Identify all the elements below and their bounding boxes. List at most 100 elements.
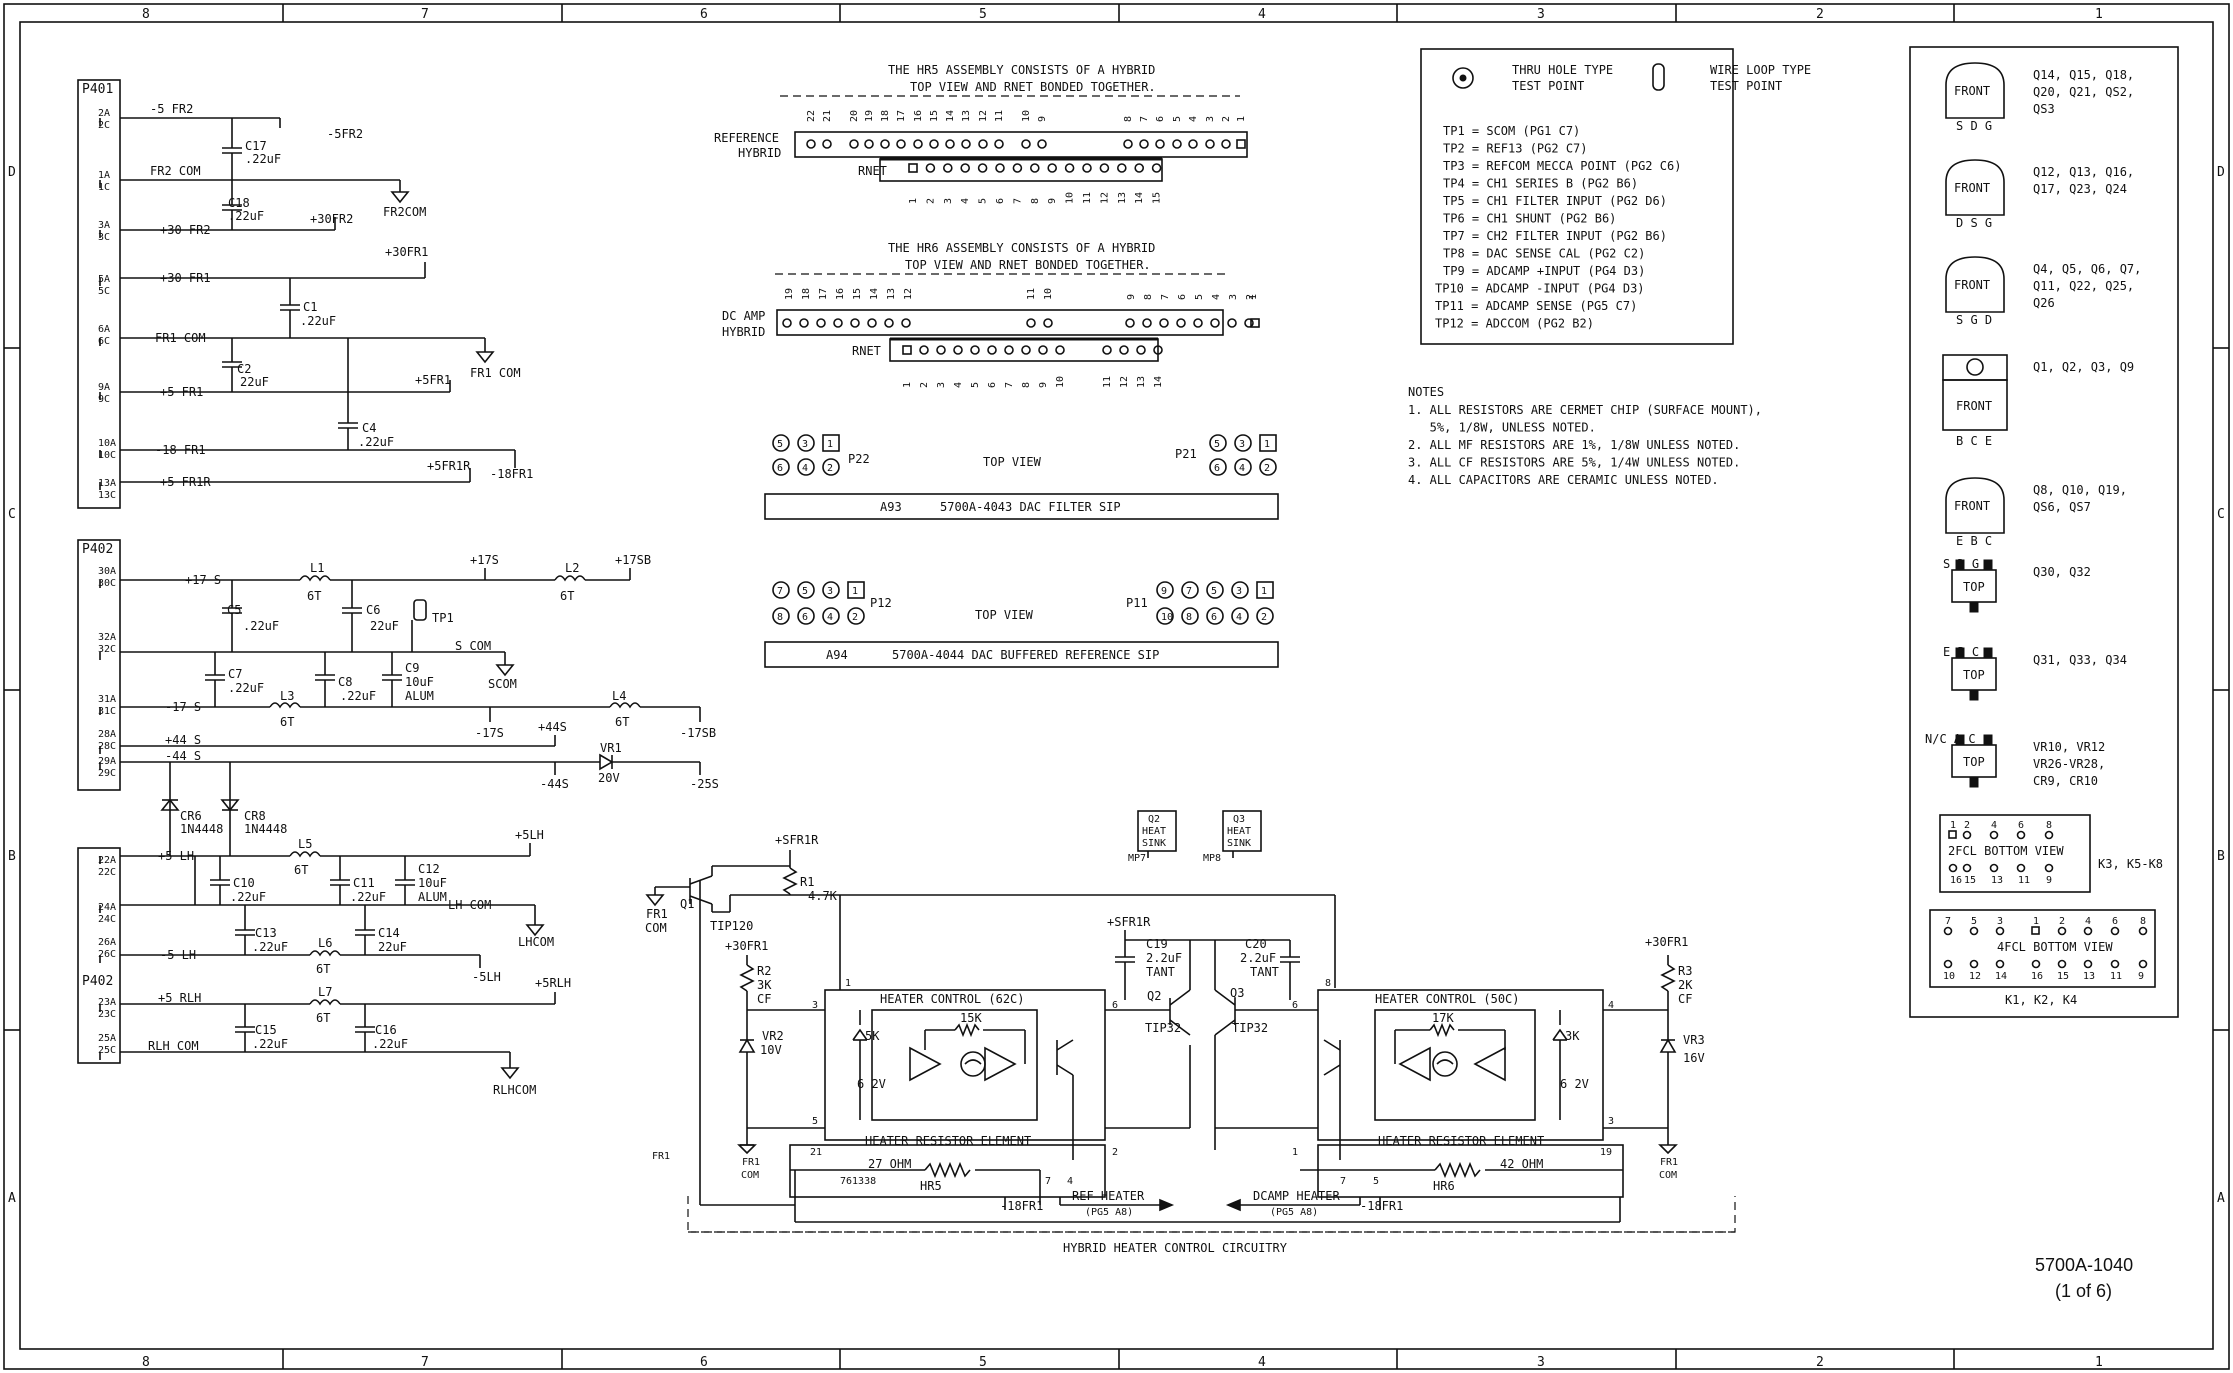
border-col-label: 8 xyxy=(142,7,150,22)
sip-pin-square xyxy=(847,581,865,599)
net-label: -44 S xyxy=(165,749,201,763)
relay-pin: 16 xyxy=(2031,971,2043,982)
connector-pin: 28C xyxy=(98,741,116,752)
connector-pin: 13A xyxy=(98,478,116,489)
relay-parts: K1, K2, K4 xyxy=(2005,993,2077,1007)
sip-pin-circle xyxy=(1231,607,1249,625)
pin-circle xyxy=(1064,163,1075,173)
sip-pin-number: 2 xyxy=(1261,612,1267,623)
cap-val: 10uF xyxy=(418,876,447,890)
pin-circle xyxy=(850,318,860,328)
pin-circle xyxy=(849,139,859,149)
pin-circle xyxy=(896,139,906,149)
sip-pin-circle xyxy=(1206,581,1224,599)
pin-circle xyxy=(913,139,923,149)
hybrid-pin-number: 22 xyxy=(806,110,817,122)
connector-pin: 3C xyxy=(98,232,110,243)
relay-pin: 2 xyxy=(1964,820,1970,831)
sip-top-view: TOP VIEW xyxy=(983,455,1042,469)
wire-loop-icon xyxy=(1652,63,1665,91)
pin-circle xyxy=(953,345,963,355)
relay-parts: K3, K5-K8 xyxy=(2098,857,2163,871)
hr5-label: HR5 xyxy=(920,1179,942,1193)
diode-ref: CR6 xyxy=(180,809,202,823)
hybrid-pin-number: 12 xyxy=(1119,376,1130,388)
package-front: FRONT xyxy=(1956,399,1992,413)
net-out: -5LH xyxy=(472,970,501,984)
pin-circle xyxy=(925,163,936,173)
sip-pin-number: 6 xyxy=(1214,463,1220,474)
hybrid-pin-number: 15 xyxy=(852,288,863,300)
net-out: -25S xyxy=(690,777,719,791)
hybrid-pin-number: 19 xyxy=(864,110,875,122)
hybrid-pin-number: 4 xyxy=(960,198,971,204)
hr6-title-2: TOP VIEW AND RNET BONDED TOGETHER. xyxy=(905,258,1151,272)
hybrid-pin-number: 8 xyxy=(1143,294,1154,300)
cap-val: .22uF xyxy=(340,689,376,703)
hybrid-pin-number: 20 xyxy=(849,110,860,122)
sip-pin-number: 5 xyxy=(802,586,808,597)
sip-pin-number: 2 xyxy=(1264,463,1270,474)
sip-pin-number: 1 xyxy=(827,439,833,450)
package-parts: CR9, CR10 xyxy=(2033,774,2098,788)
q3-ref: Q3 xyxy=(1230,986,1244,1000)
pin-circle xyxy=(1012,163,1023,173)
sink-label: HEAT xyxy=(1142,826,1166,837)
pin-circle xyxy=(2031,959,2041,969)
cap-val: .22uF xyxy=(228,681,264,695)
note-line: 3. ALL CF RESISTORS ARE 5%, 1/4W UNLESS … xyxy=(1408,456,1740,470)
sip-pin-circle xyxy=(797,607,815,625)
vr3-val: 16V xyxy=(1683,1051,1705,1065)
pin-square xyxy=(908,163,918,173)
hybrid-pin-number: 17 xyxy=(818,288,829,300)
hr5-rnet-label: RNET xyxy=(858,164,887,178)
sip-p-right: P11 xyxy=(1126,596,1148,610)
inductor-ref: L3 xyxy=(280,689,294,703)
pin-num: 6 xyxy=(1112,1000,1118,1011)
net-label: LH COM xyxy=(448,898,491,912)
sip-p-left: P22 xyxy=(848,452,870,466)
pin-circle xyxy=(816,318,826,328)
sot-lead-icon xyxy=(1969,776,1979,788)
hybrid-pin-number: 1 xyxy=(908,198,919,204)
relay-view: 4FCL BOTTOM VIEW xyxy=(1997,940,2113,954)
package-parts: Q8, Q10, Q19, xyxy=(2033,483,2127,497)
cap-ref: C1 xyxy=(303,300,317,314)
inductor-val: 6T xyxy=(307,589,321,603)
net-label: FR1 COM xyxy=(155,331,206,345)
border-col-label: 1 xyxy=(2095,1355,2103,1370)
mp-label: MP7 xyxy=(1128,853,1146,864)
hybrid-pin-number: 2 xyxy=(1245,294,1256,300)
inductor-val: 6T xyxy=(280,715,294,729)
net-out: -18FR1 xyxy=(1000,1199,1043,1213)
border-col-label: 2 xyxy=(1816,7,1824,22)
hybrid-pin-number: 7 xyxy=(1012,198,1023,204)
net-out: -44S xyxy=(540,777,569,791)
pin-circle xyxy=(936,345,946,355)
relay-pin: 1 xyxy=(1950,820,1956,831)
dcamp-heater-page: (PG5 A8) xyxy=(1270,1207,1318,1218)
pin-square xyxy=(1948,830,1957,839)
package-parts: Q30, Q32 xyxy=(2033,565,2091,579)
q2-val: TIP32 xyxy=(1145,1021,1181,1035)
sip-pin-number: 1 xyxy=(852,586,858,597)
relay-pin: 11 xyxy=(2018,875,2030,886)
sip-pin-circle xyxy=(1206,607,1224,625)
net-out: +30FR1 xyxy=(1645,935,1688,949)
sip-pin-circle xyxy=(1209,458,1227,476)
pin-num: 7 xyxy=(1340,1176,1346,1187)
cap-type: ALUM xyxy=(405,689,434,703)
net-out: +17SB xyxy=(615,553,651,567)
heater-control-62: HEATER CONTROL (62C) xyxy=(880,992,1025,1006)
c20-ref: C20 xyxy=(1245,937,1267,951)
connector-pin: 2C xyxy=(98,120,110,131)
fr1com: COM xyxy=(645,921,667,935)
p402-title: P402 xyxy=(82,974,113,989)
r3-val: 2K xyxy=(1678,978,1693,992)
pin-circle xyxy=(2138,926,2148,936)
test-point-entry: TP11 = ADCAMP SENSE (PG5 C7) xyxy=(1435,299,1637,313)
border-row-label: D xyxy=(2217,165,2225,180)
